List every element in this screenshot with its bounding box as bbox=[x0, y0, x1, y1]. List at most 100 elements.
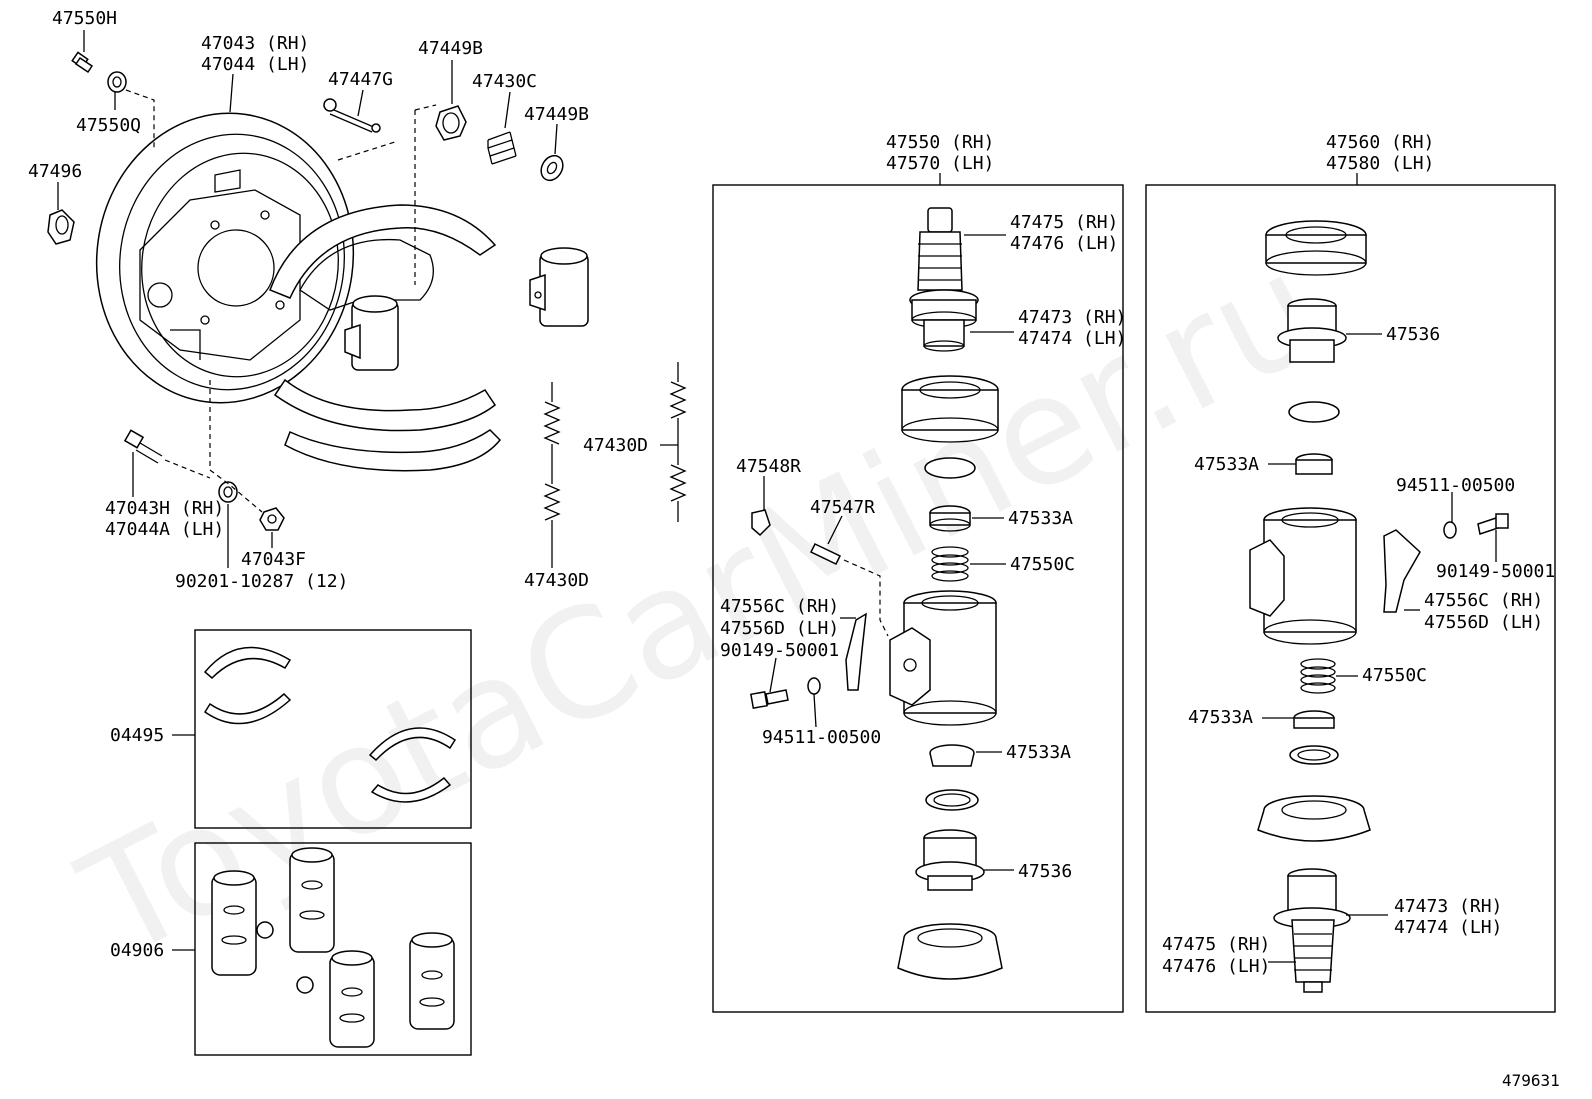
label-47430c: 47430C bbox=[472, 71, 537, 92]
middle-assembly bbox=[712, 173, 1124, 1013]
label-47533a-right-2: 47533A bbox=[1188, 707, 1253, 728]
boot-upper[interactable] bbox=[901, 375, 999, 443]
label-94511-mid: 94511-00500 bbox=[762, 727, 881, 748]
kit-04495-box[interactable] bbox=[194, 629, 472, 829]
washer-47550q[interactable] bbox=[107, 71, 127, 93]
label-47430d-b: 47430D bbox=[524, 570, 589, 591]
bolt-90149-right[interactable] bbox=[1477, 513, 1509, 535]
wheel-cylinder-right[interactable] bbox=[529, 247, 589, 327]
boot-lower[interactable] bbox=[897, 923, 1003, 980]
washer-94511-right[interactable] bbox=[1443, 521, 1457, 539]
piston-47536-middle[interactable] bbox=[915, 829, 985, 891]
right-assembly-box bbox=[1145, 184, 1556, 1013]
label-04495: 04495 bbox=[110, 725, 164, 746]
label-47496: 47496 bbox=[28, 161, 82, 182]
label-47570-lh: 47570 (LH) bbox=[886, 153, 994, 174]
backing-plate-group bbox=[47, 51, 687, 542]
label-47550c-mid: 47550C bbox=[1010, 554, 1075, 575]
lever-47556c[interactable] bbox=[845, 612, 867, 691]
label-94511-right: 94511-00500 bbox=[1396, 475, 1515, 496]
label-47556c-right: 47556C (RH) bbox=[1424, 590, 1543, 611]
leaders-left bbox=[57, 30, 678, 951]
label-47474-right: 47474 (LH) bbox=[1394, 917, 1502, 938]
labels-middle: 47550 (RH) 47570 (LH) 47475 (RH) 47476 (… bbox=[720, 132, 1126, 882]
spring-47550c-right[interactable] bbox=[1300, 658, 1336, 694]
label-47043h: 47043H (RH) bbox=[105, 498, 224, 519]
label-47560-rh: 47560 (RH) bbox=[1326, 132, 1434, 153]
label-47043: 47043 (RH) bbox=[201, 33, 309, 54]
label-47476-mid: 47476 (LH) bbox=[1010, 233, 1118, 254]
middle-assembly-box bbox=[712, 184, 1124, 1013]
label-47449b-bottom: 47449B bbox=[524, 104, 589, 125]
label-47550q: 47550Q bbox=[76, 115, 141, 136]
label-90201: 90201-10287 (12) bbox=[175, 571, 348, 592]
label-47475-right: 47475 (RH) bbox=[1162, 934, 1270, 955]
label-47533a-right-1: 47533A bbox=[1194, 454, 1259, 475]
bolt-47550h[interactable] bbox=[71, 51, 94, 74]
boot-upper-right[interactable] bbox=[1265, 220, 1367, 276]
spring-47550c[interactable] bbox=[931, 546, 969, 582]
piston-cup-47533a-1[interactable] bbox=[929, 505, 971, 532]
label-47533a-mid-1: 47533A bbox=[1008, 508, 1073, 529]
piston-cup-47533a-2[interactable] bbox=[929, 744, 975, 767]
cap-47548r[interactable] bbox=[751, 509, 771, 537]
label-47550-rh: 47550 (RH) bbox=[886, 132, 994, 153]
washer-47449b-bottom[interactable] bbox=[537, 152, 567, 185]
label-47580-lh: 47580 (LH) bbox=[1326, 153, 1434, 174]
backing-plate[interactable] bbox=[78, 97, 372, 420]
cylinder-body-middle[interactable] bbox=[889, 590, 997, 726]
cup-upper[interactable] bbox=[924, 457, 976, 479]
label-47533a-mid-2: 47533A bbox=[1006, 742, 1071, 763]
cup-47449b-top[interactable] bbox=[435, 105, 467, 141]
diagram-id: 479631 bbox=[1502, 1071, 1560, 1090]
piston-47536-right[interactable] bbox=[1277, 298, 1347, 363]
bleeder-47475[interactable] bbox=[917, 207, 963, 291]
spring-47430d-b[interactable] bbox=[669, 362, 687, 522]
boot-lower-right[interactable] bbox=[1257, 795, 1371, 842]
label-47556d-right: 47556D (LH) bbox=[1424, 612, 1543, 633]
lever-47556c-right[interactable] bbox=[1383, 529, 1421, 613]
label-47449b-top: 47449B bbox=[418, 38, 483, 59]
brake-shoe-lower[interactable] bbox=[273, 378, 502, 472]
bolt-90149-middle[interactable] bbox=[750, 689, 789, 709]
label-47548r: 47548R bbox=[736, 456, 801, 477]
adjuster-47473[interactable] bbox=[909, 289, 979, 352]
label-47550c-right: 47550C bbox=[1362, 665, 1427, 686]
nut-47043f[interactable] bbox=[259, 507, 285, 531]
labels-right: 47560 (RH) 47580 (LH) 47536 47533A 94511… bbox=[1162, 132, 1555, 977]
seal-right[interactable] bbox=[1289, 745, 1339, 765]
label-47476-right: 47476 (LH) bbox=[1162, 956, 1270, 977]
kit-04906-box[interactable] bbox=[194, 842, 472, 1056]
spring-47430c[interactable] bbox=[487, 131, 517, 165]
label-47044a: 47044A (LH) bbox=[105, 519, 224, 540]
label-90149-right: 90149-50001 bbox=[1436, 561, 1555, 582]
piston-cup-47533a-right-1[interactable] bbox=[1295, 453, 1333, 475]
label-47474-mid: 47474 (LH) bbox=[1018, 328, 1126, 349]
bleeder-47475-right[interactable] bbox=[1291, 919, 1335, 993]
label-90149-mid: 90149-50001 bbox=[720, 640, 839, 661]
cup-right[interactable] bbox=[1288, 401, 1340, 423]
label-47475-mid: 47475 (RH) bbox=[1010, 212, 1118, 233]
wheel-cylinder-left[interactable] bbox=[344, 295, 399, 371]
washer-94511-middle[interactable] bbox=[807, 677, 821, 695]
label-47430d-a: 47430D bbox=[583, 435, 648, 456]
label-47556c-mid: 47556C (RH) bbox=[720, 596, 839, 617]
label-47536-right: 47536 bbox=[1386, 324, 1440, 345]
plug-47496[interactable] bbox=[47, 209, 75, 245]
label-47473-mid: 47473 (RH) bbox=[1018, 307, 1126, 328]
seal-lower[interactable] bbox=[925, 789, 979, 811]
adjuster-47473-right[interactable] bbox=[1273, 868, 1351, 929]
label-47043f: 47043F bbox=[241, 549, 306, 570]
bolt-47043h[interactable] bbox=[123, 429, 163, 464]
brake-shoe-upper[interactable] bbox=[269, 204, 497, 311]
label-47547r: 47547R bbox=[810, 497, 875, 518]
spring-47430d-a[interactable] bbox=[543, 382, 561, 542]
right-assembly bbox=[1145, 173, 1556, 1013]
screw-47547r[interactable] bbox=[809, 543, 842, 565]
piston-cup-47533a-right-2[interactable] bbox=[1293, 710, 1335, 729]
pin-47447g[interactable] bbox=[323, 98, 381, 133]
label-47550h: 47550H bbox=[52, 8, 117, 29]
label-47556d-mid: 47556D (LH) bbox=[720, 618, 839, 639]
cylinder-body-right[interactable] bbox=[1249, 507, 1357, 645]
